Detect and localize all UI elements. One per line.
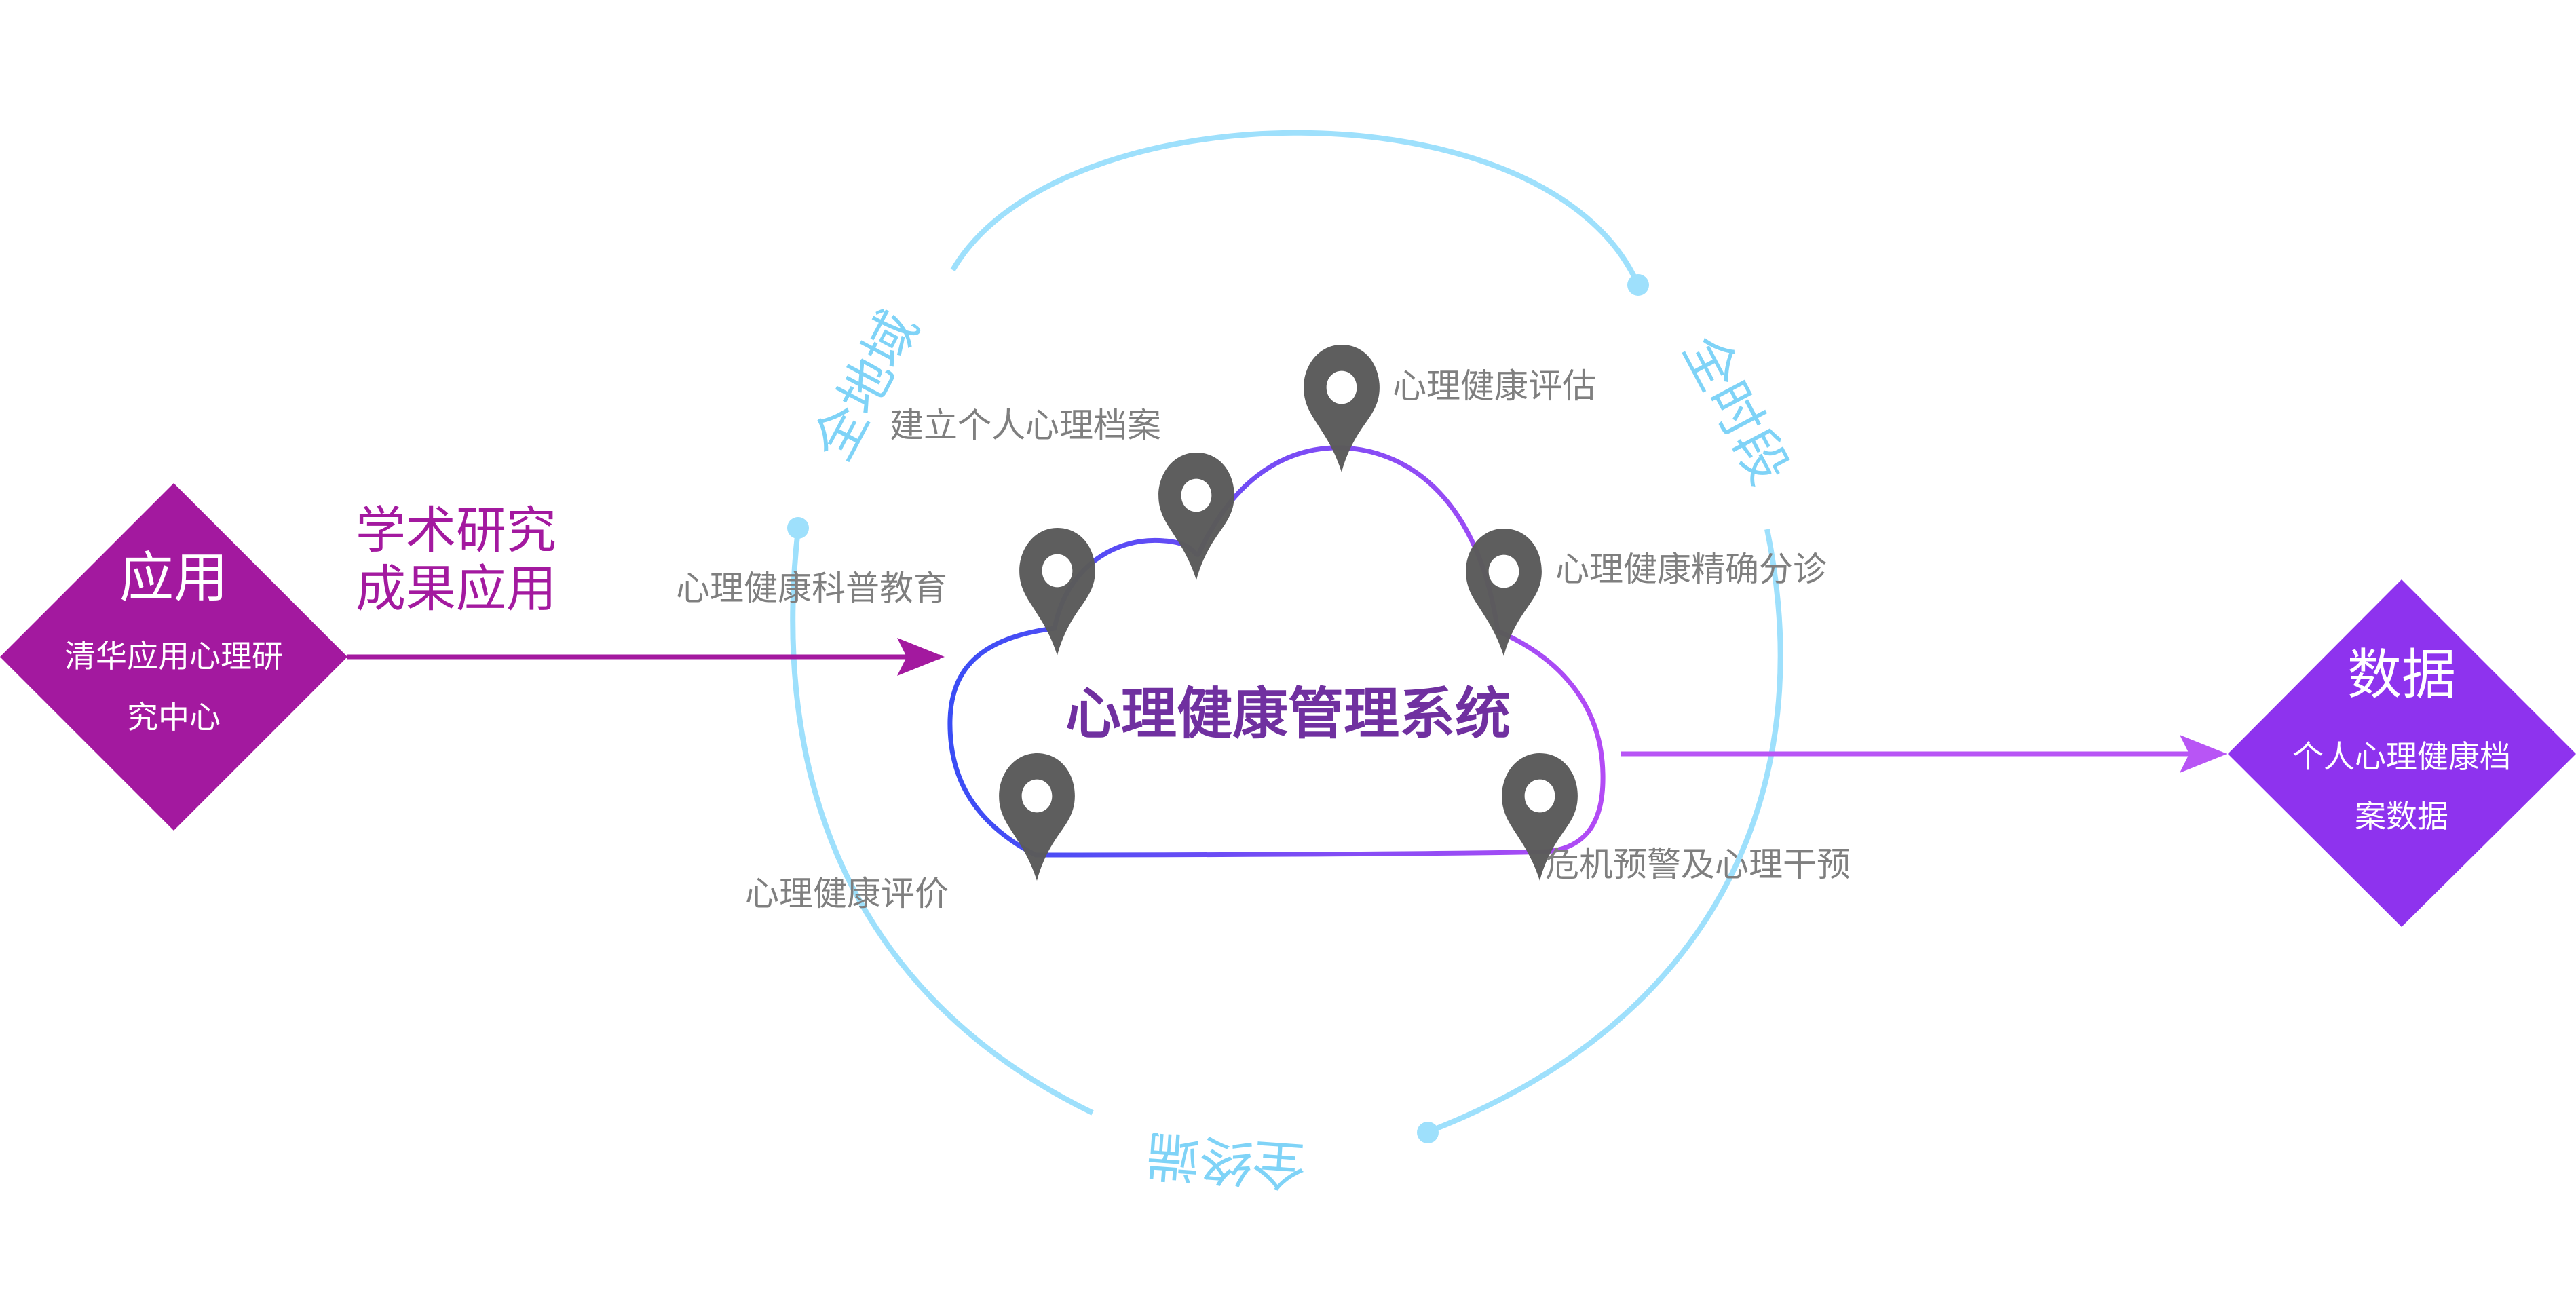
ring-dot-top-right (1627, 274, 1649, 296)
map-pin-icon-1 (1158, 453, 1234, 580)
pin-label-3: 心理健康精确分诊 (1555, 550, 1827, 589)
ring-label-bottom: 全终端 (1145, 1123, 1308, 1196)
pin-label-1: 建立个人心理档案 (890, 406, 1161, 445)
left-node-diamond (0, 483, 347, 831)
left-node-subtitle-line1: 清华应用心理研 (64, 638, 283, 674)
ring (790, 130, 1783, 1135)
right-node-diamond (2228, 579, 2576, 927)
ring-arc-top (950, 130, 1640, 285)
map-pin-icon-0 (1019, 528, 1095, 655)
map-pin-icon-3 (1466, 529, 1542, 656)
center-title: 心理健康管理系统 (1065, 682, 1511, 746)
left-node-subtitle-line2: 究中心 (127, 699, 221, 736)
right-node-title: 数据 (2347, 643, 2456, 706)
right-node-subtitle-line1: 个人心理健康档 (2292, 738, 2511, 775)
right-node-subtitle-line2: 案数据 (2355, 798, 2448, 835)
ring-dot-bottom (1417, 1122, 1439, 1143)
ring-dot-left (787, 517, 809, 539)
pin-label-5: 危机预警及心理干预 (1545, 845, 1851, 884)
ring-arc-left (790, 529, 1094, 1116)
ring-arc-right (1426, 529, 1783, 1135)
left-node-title: 应用 (119, 546, 228, 609)
arrow-label-line2: 成果应用 (356, 560, 556, 618)
pin-label-0: 心理健康科普教育 (676, 569, 947, 608)
pin-label-4: 心理健康评价 (745, 874, 949, 913)
map-pin-icon-4 (999, 753, 1075, 881)
pin-label-2: 心理健康评估 (1393, 366, 1596, 406)
arrow-label-line1: 学术研究 (356, 501, 556, 560)
